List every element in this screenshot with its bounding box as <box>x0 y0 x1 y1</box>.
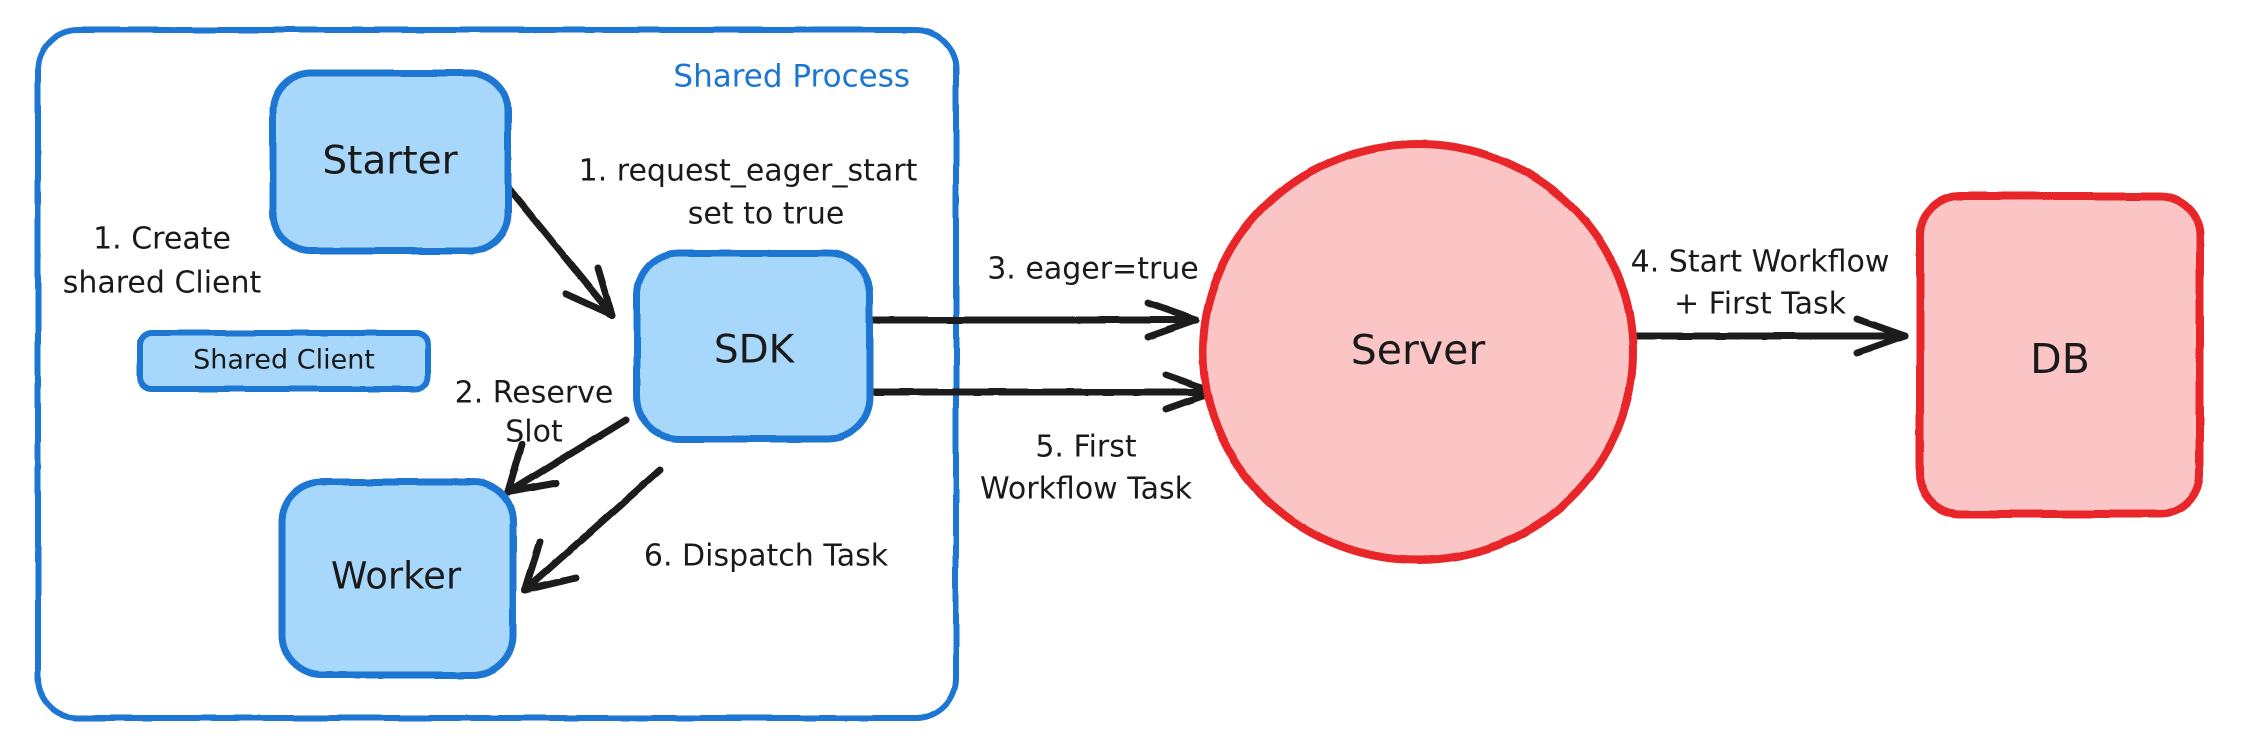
edge-label-start-workflow-line1: 4. Start Workflow <box>1631 245 1890 280</box>
edge-server-db-arrow <box>1628 315 1909 357</box>
node-starter[interactable] <box>269 69 512 255</box>
node-sdk[interactable] <box>633 249 874 443</box>
edge-starter-sdk-arrow <box>498 176 616 319</box>
edge-label-first-workflow-task-line1: 5. First <box>1035 430 1137 465</box>
shared-process-title: Shared Process <box>673 59 910 95</box>
edge-sdk-server-eager-arrow <box>866 299 1200 341</box>
node-server-label: Server <box>1351 326 1486 374</box>
shared-process-container <box>35 27 959 721</box>
node-shared-client[interactable] <box>137 330 431 392</box>
edge-sdk-worker-dispatch-arrow <box>521 466 664 594</box>
edge-label-request-eager-start-line1: 1. request_eager_start <box>579 154 918 189</box>
edge-label-reserve-slot-line1: 2. Reserve <box>455 376 614 411</box>
edge-label-eager-true: 3. eager=true <box>987 252 1199 287</box>
edge-label-request-eager-start-line2: set to true <box>688 197 845 232</box>
edge-label-create-shared-client-line2: shared Client <box>63 266 262 301</box>
edge-label-start-workflow-line2: + First Task <box>1674 287 1847 322</box>
edge-label-dispatch-task: 6. Dispatch Task <box>644 539 889 574</box>
node-worker[interactable] <box>278 478 517 679</box>
node-db[interactable] <box>1916 192 2204 518</box>
node-server[interactable] <box>1199 140 1637 564</box>
edge-label-create-shared-client-line1: 1. Create <box>93 222 231 257</box>
node-sdk-label: SDK <box>714 328 796 373</box>
edge-label-reserve-slot-line2: Slot <box>505 415 563 450</box>
node-starter-label: Starter <box>322 139 458 184</box>
edge-label-first-workflow-task-line2: Workflow Task <box>980 472 1193 507</box>
node-db-label: DB <box>2030 335 2090 383</box>
edge-sdk-worker-reserve-arrow <box>504 416 630 496</box>
node-worker-label: Worker <box>331 555 462 598</box>
node-shared-client-label: Shared Client <box>193 345 375 376</box>
